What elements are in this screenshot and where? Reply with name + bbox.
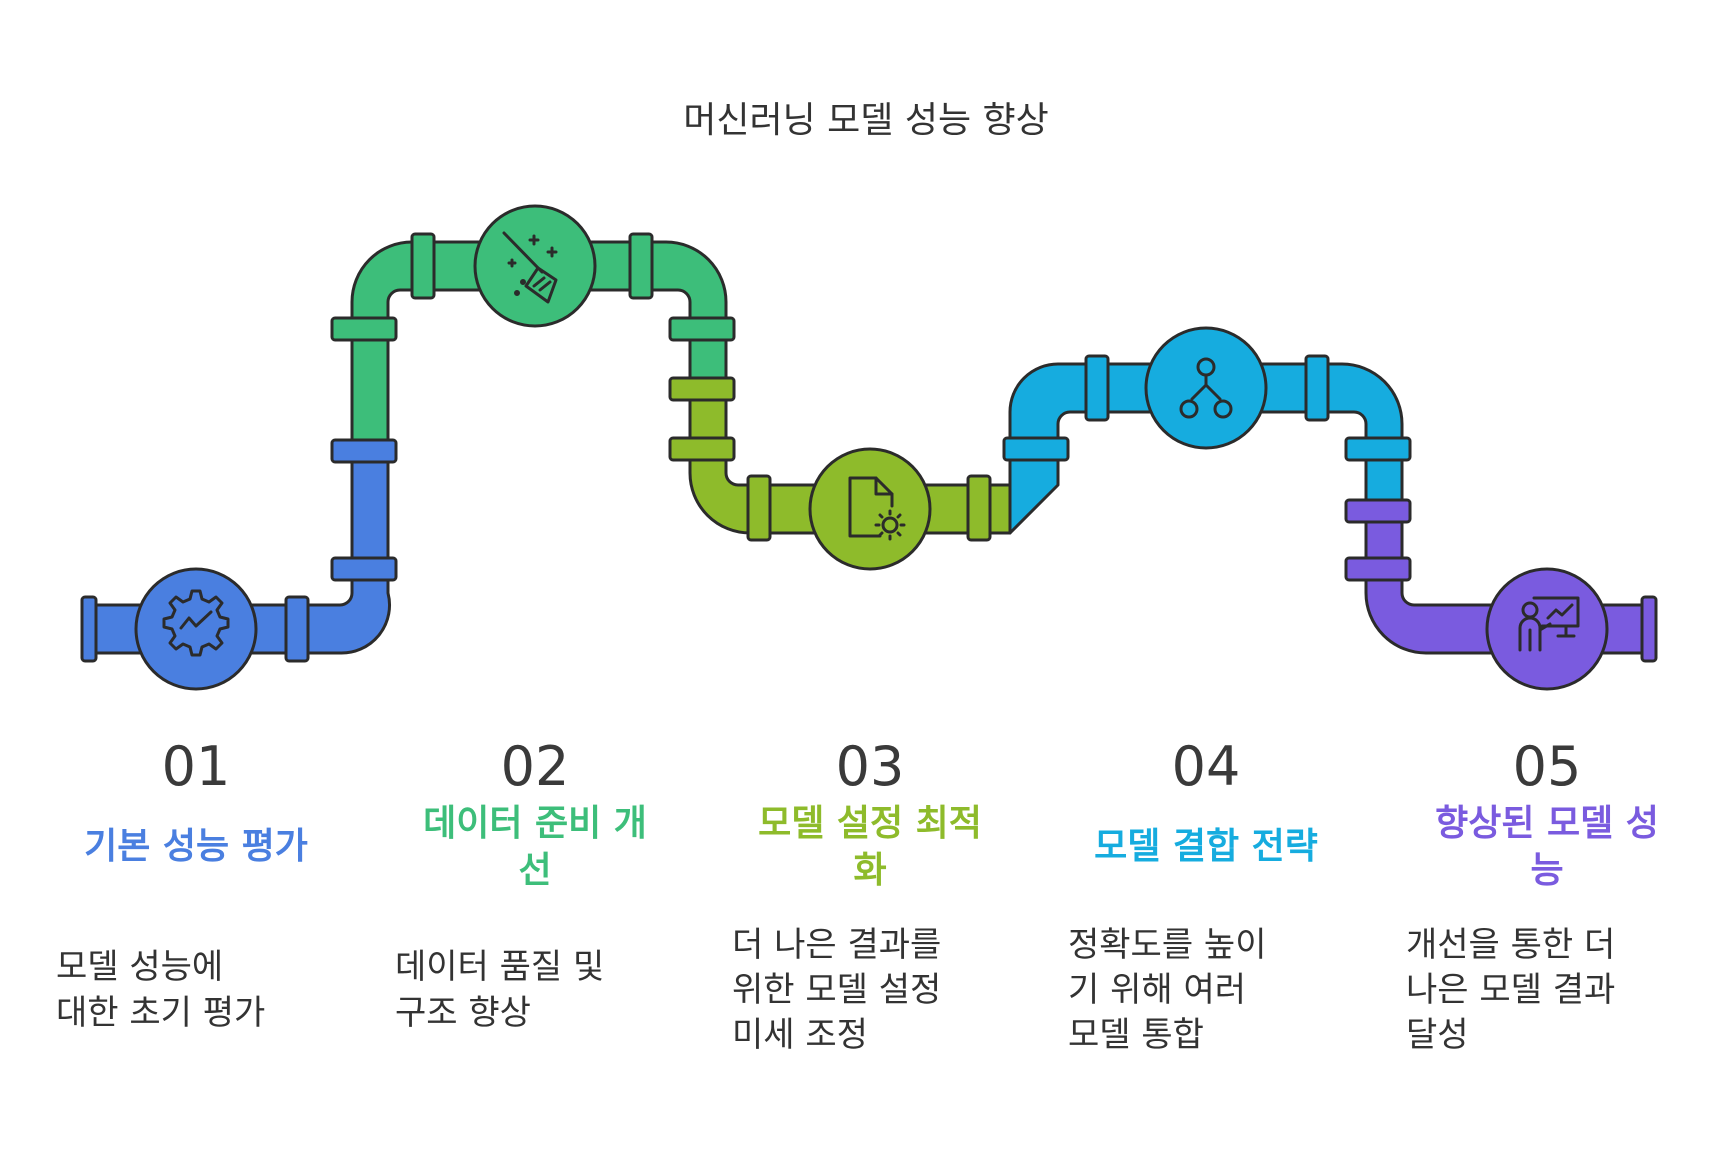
step-4-node <box>1144 326 1268 450</box>
step-number: 03 <box>836 735 905 798</box>
step-description: 더 나은 결과를 <box>732 925 941 965</box>
step-description: 개선을 통한 더 <box>1406 925 1615 965</box>
step-title: 향상된 모델 성 <box>1435 803 1659 844</box>
step-title: 모델 설정 최적 <box>758 803 982 844</box>
presenter-chart-icon <box>1518 596 1580 652</box>
step-number: 02 <box>501 735 570 798</box>
step-title: 기본 성능 평가 <box>84 826 308 867</box>
step-1-node <box>134 567 258 691</box>
step-description: 미세 조정 <box>732 1015 868 1055</box>
step-title: 능 <box>1530 850 1563 891</box>
step-5-node <box>1485 567 1609 691</box>
pipe-segment-4 <box>1002 354 1412 535</box>
step-3-text: 03 모델 설정 최적 화 더 나은 결과를 위한 모델 설정 미세 조정 <box>732 735 982 1055</box>
step-number: 04 <box>1172 735 1241 798</box>
step-3-node <box>808 447 932 571</box>
document-gear-icon <box>848 476 906 541</box>
step-description: 모델 통합 <box>1068 1015 1204 1055</box>
step-number: 05 <box>1513 735 1582 798</box>
branch-merge-icon <box>1179 357 1233 419</box>
diagram-title: 머신러닝 모델 성능 향상 <box>683 100 1049 141</box>
step-title: 데이터 준비 개 <box>423 803 647 844</box>
step-description: 대한 초기 평가 <box>56 993 265 1033</box>
step-description: 모델 성능에 <box>56 947 223 987</box>
step-title: 선 <box>518 850 551 891</box>
step-description: 기 위해 여러 <box>1068 970 1246 1010</box>
step-5-text: 05 향상된 모델 성 능 개선을 통한 더 나은 모델 결과 달성 <box>1406 735 1659 1055</box>
step-2-node <box>473 204 597 328</box>
step-title: 모델 결합 전략 <box>1094 826 1318 867</box>
step-1-text: 01 기본 성능 평가 모델 성능에 대한 초기 평가 <box>56 735 308 1033</box>
step-description: 구조 향상 <box>395 993 531 1033</box>
step-2-text: 02 데이터 준비 개 선 데이터 품질 및 구조 향상 <box>395 735 647 1033</box>
broom-sparkle-icon <box>502 231 558 304</box>
step-4-text: 04 모델 결합 전략 정확도를 높이 기 위해 여러 모델 통합 <box>1068 735 1318 1055</box>
gear-chart-icon <box>162 589 230 657</box>
step-description: 위한 모델 설정 <box>732 970 941 1010</box>
step-description: 나은 모델 결과 <box>1406 970 1615 1010</box>
step-number: 01 <box>162 735 231 798</box>
step-description: 달성 <box>1406 1015 1469 1055</box>
step-description: 데이터 품질 및 <box>395 947 604 987</box>
step-title: 화 <box>853 850 886 891</box>
step-description: 정확도를 높이 <box>1068 925 1267 965</box>
